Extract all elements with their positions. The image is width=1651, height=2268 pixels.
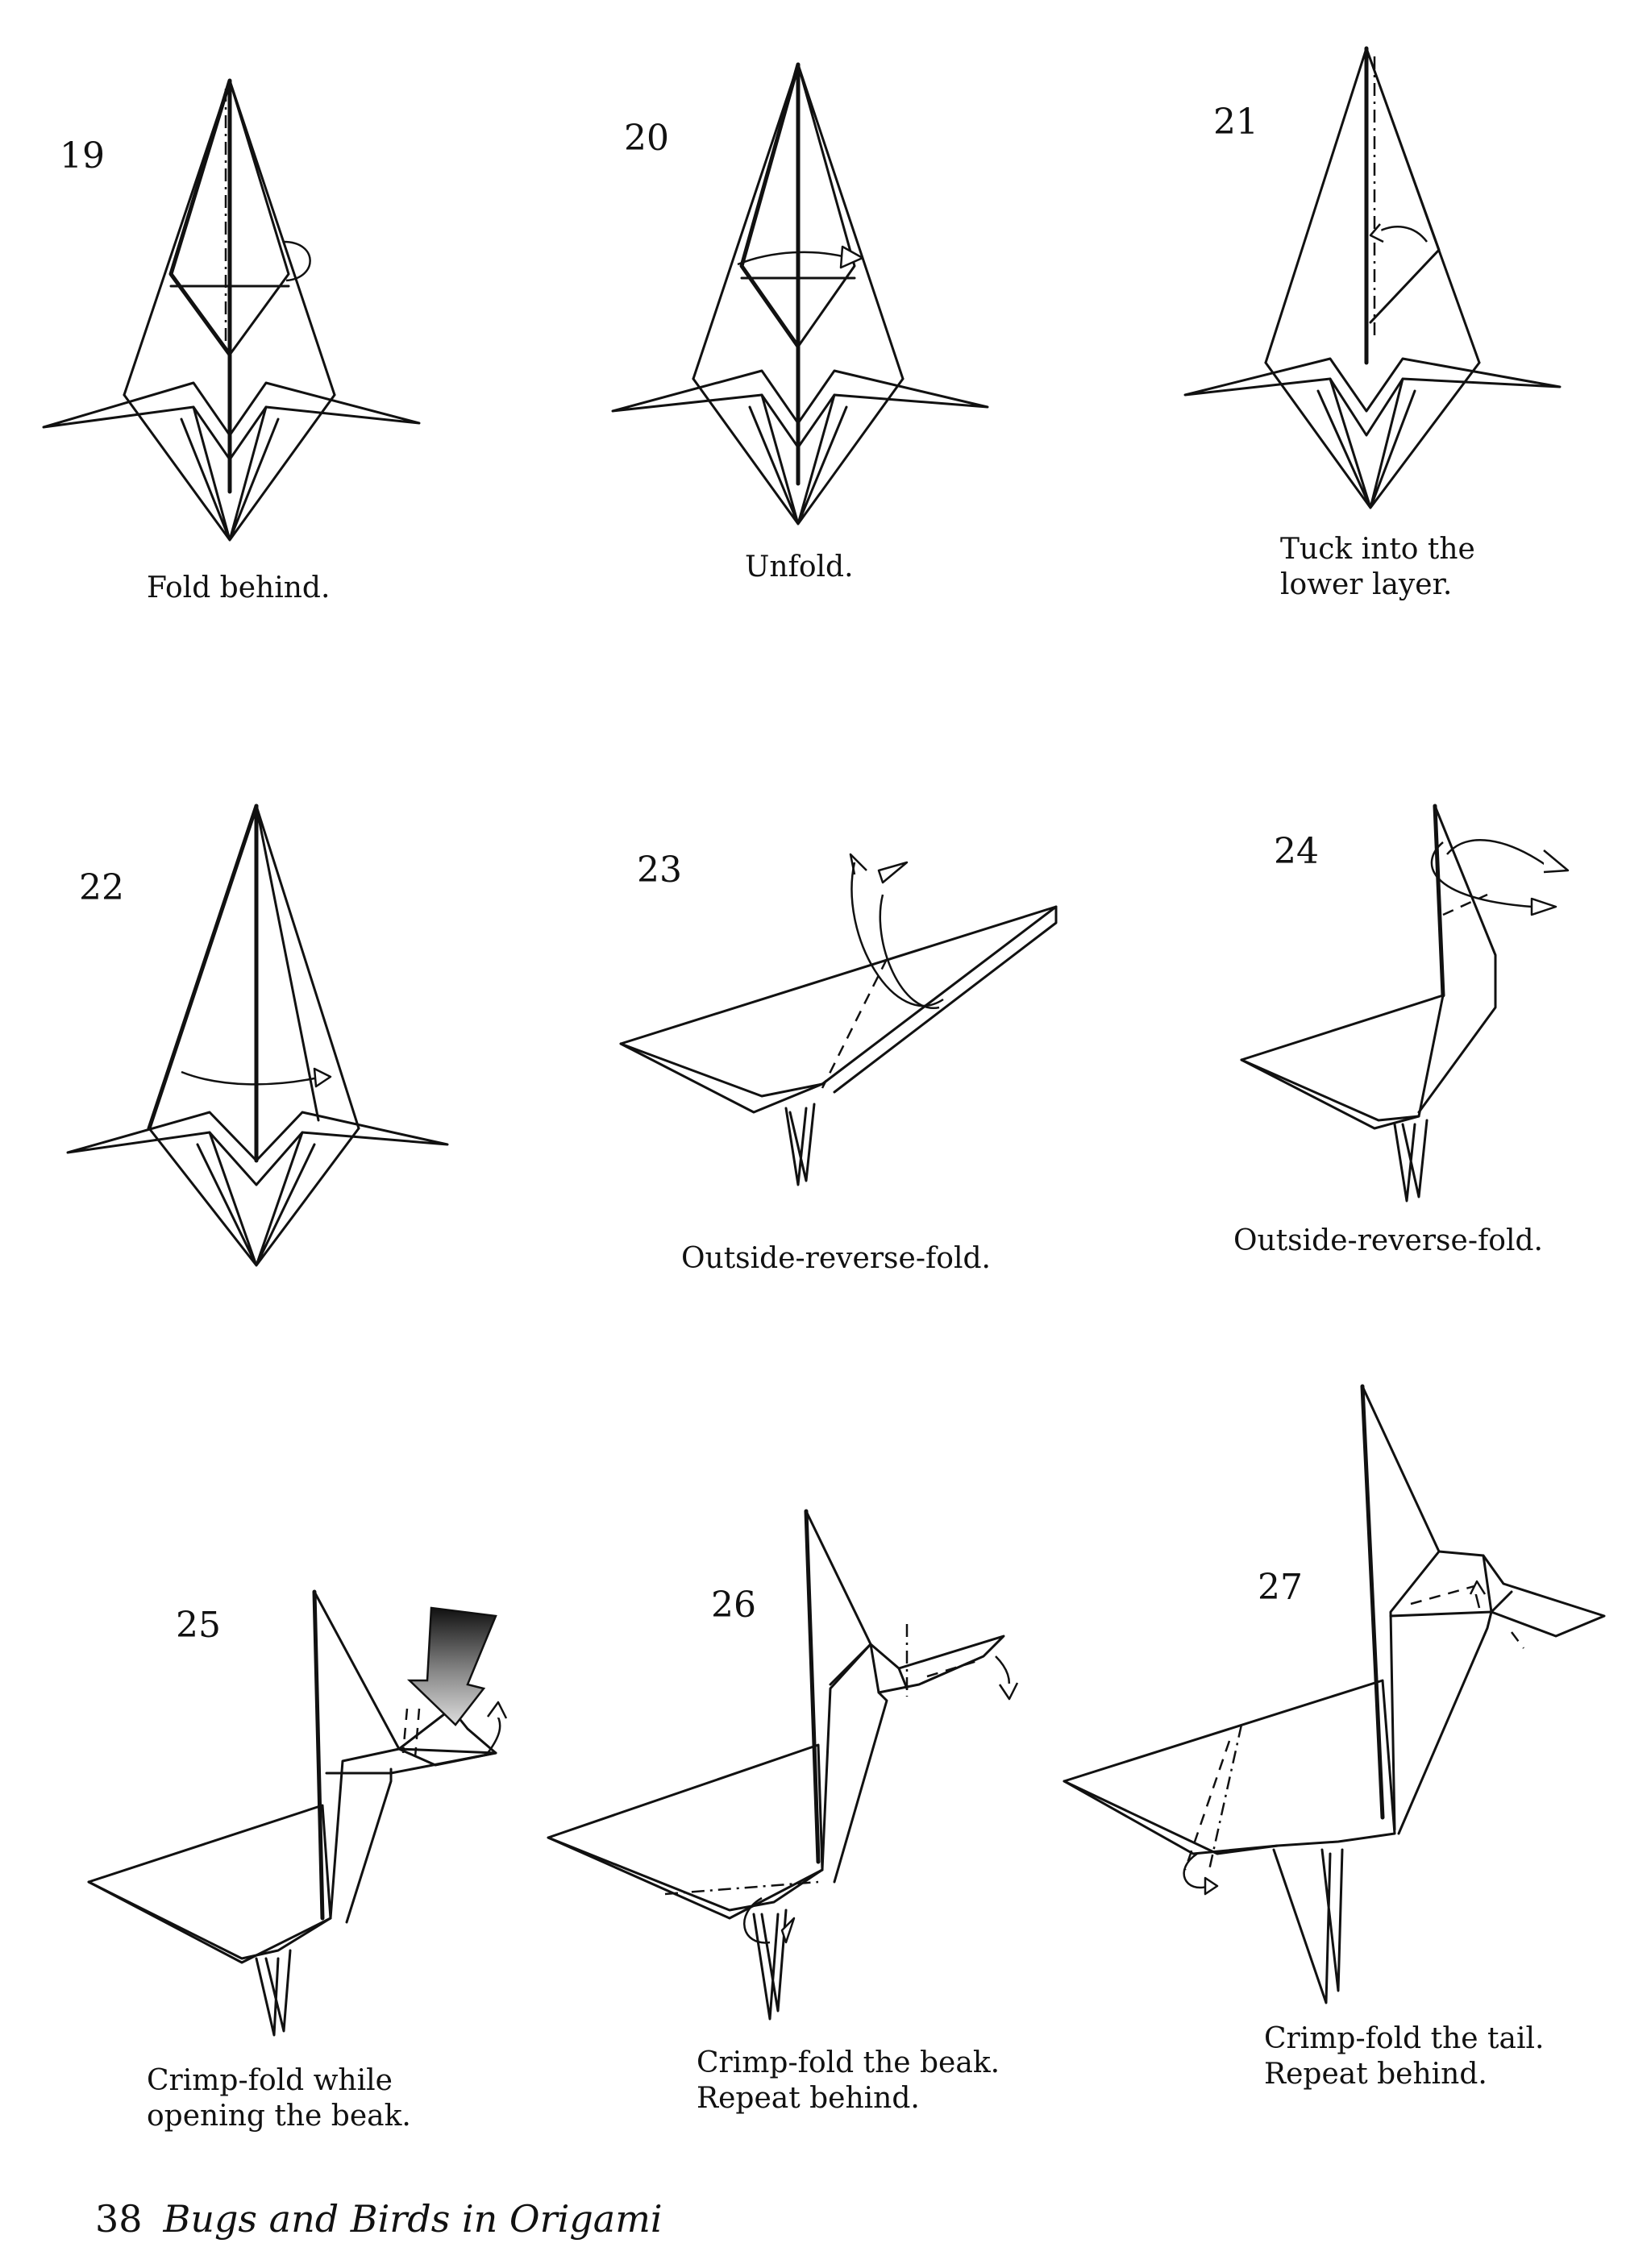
step-number: 20 (624, 118, 669, 159)
step-caption: Outside-reverse-fold. (1233, 1224, 1543, 1257)
book-title: Bugs and Birds in Origami (163, 2197, 663, 2241)
page-number: 38 (95, 2197, 143, 2241)
diagram-step-27 (1063, 1384, 1606, 2004)
step-number: 25 (176, 1605, 221, 1646)
diagram-step-22 (66, 804, 449, 1267)
diagram-step-20 (611, 62, 989, 525)
diagram-step-19 (42, 78, 421, 542)
diagram-step-23 (619, 853, 1058, 1186)
step-caption: Crimp-fold while opening the beak. (147, 2064, 411, 2133)
step-caption: Fold behind. (147, 571, 331, 604)
step-number: 22 (79, 867, 124, 908)
step-number: 26 (711, 1585, 756, 1626)
diagram-step-25 (87, 1589, 508, 2037)
step-caption: Tuck into the lower layer. (1280, 533, 1475, 601)
diagram-step-24 (1240, 804, 1570, 1203)
step-caption: Crimp-fold the tail. Repeat behind. (1264, 2022, 1545, 2091)
diagram-step-21 (1183, 46, 1562, 509)
step-number: 23 (637, 849, 682, 891)
step-number: 27 (1258, 1567, 1303, 1608)
diagram-step-26 (547, 1509, 1019, 2021)
step-caption: Unfold. (745, 550, 854, 584)
step-number: 19 (60, 135, 105, 177)
step-number: 21 (1213, 102, 1258, 143)
step-caption: Outside-reverse-fold. (681, 1242, 991, 1275)
step-number: 24 (1274, 831, 1319, 872)
step-caption: Crimp-fold the beak. Repeat behind. (697, 2046, 1000, 2115)
